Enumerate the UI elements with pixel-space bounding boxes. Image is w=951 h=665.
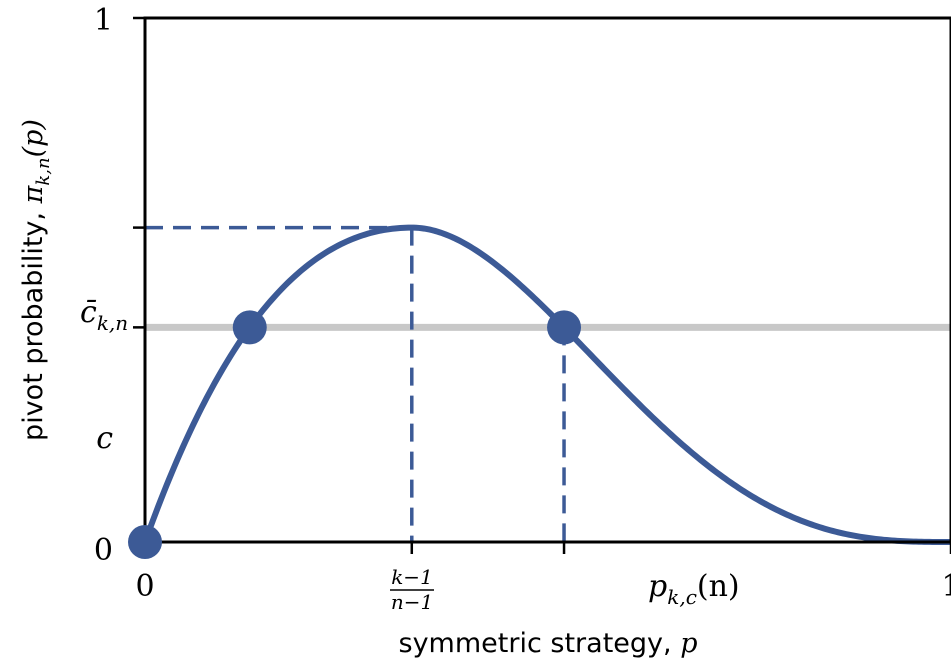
- point-origin: [128, 525, 162, 559]
- equilibrium-points: [128, 310, 582, 559]
- x-tick-pkc-sub: k,c: [667, 585, 697, 609]
- y-tick-0: 0: [94, 533, 113, 568]
- y-tick-cbar-main: c̄: [80, 295, 97, 330]
- x-tick-frac-num: k−1: [391, 565, 433, 589]
- x-tick-frac-den: n−1: [391, 590, 433, 614]
- y-axis-label-text: pivot probability,: [18, 212, 49, 441]
- pivot-probability-curve: [142, 224, 951, 545]
- y-axis-label-var: π: [18, 184, 49, 204]
- x-tick-1: 1: [941, 569, 951, 604]
- x-tick-fraction: k−1 n−1: [390, 565, 434, 614]
- x-tick-0: 0: [135, 569, 154, 604]
- x-axis-label-text: symmetric strategy,: [399, 628, 672, 659]
- plot-frame: [143, 16, 951, 544]
- y-tick-c: c: [96, 421, 113, 456]
- x-tick-pkc-main: p: [648, 569, 667, 604]
- x-axis-label: symmetric strategy, p: [399, 628, 698, 659]
- point-high-equilibrium: [547, 310, 582, 345]
- y-axis-label: pivot probability, πk,n(p): [18, 119, 54, 441]
- y-axis-label-sub: k,n: [33, 157, 54, 185]
- y-tick-1: 1: [94, 3, 113, 38]
- x-tick-pkc: pk,c(n): [648, 569, 740, 609]
- axis-ticks: [133, 16, 951, 554]
- x-axis-label-var: p: [680, 628, 697, 659]
- y-axis-label-arg: (p): [18, 119, 49, 157]
- y-tick-cbar: c̄k,n: [80, 295, 128, 335]
- y-tick-cbar-sub: k,n: [97, 311, 128, 335]
- x-tick-pkc-arg: (n): [697, 569, 740, 604]
- point-low-equilibrium: [232, 310, 267, 345]
